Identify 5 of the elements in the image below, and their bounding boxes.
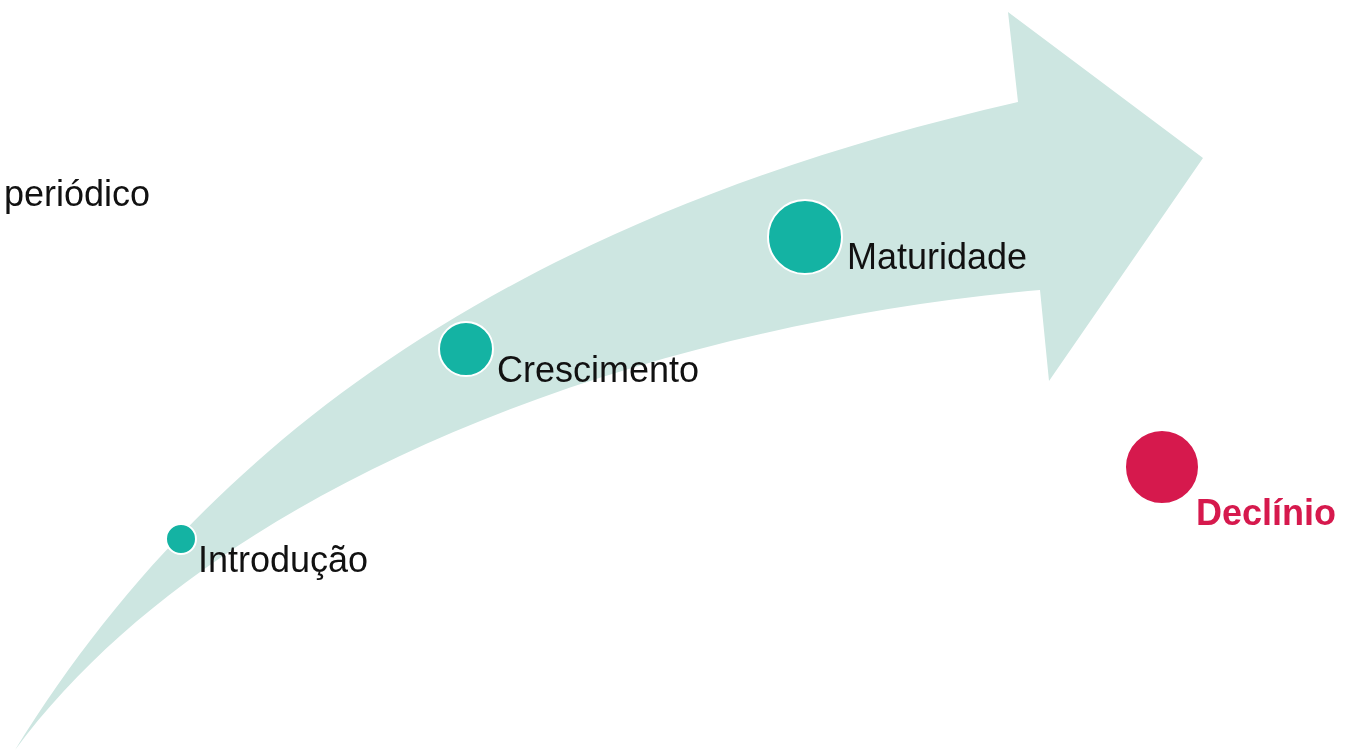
- stage-label: Crescimento: [497, 348, 700, 392]
- stage-label: Maturidade: [847, 235, 1028, 279]
- label-text: periódico: [4, 172, 151, 216]
- stage-label: Introdução: [198, 538, 369, 582]
- stage-label: Declínio: [1196, 491, 1337, 535]
